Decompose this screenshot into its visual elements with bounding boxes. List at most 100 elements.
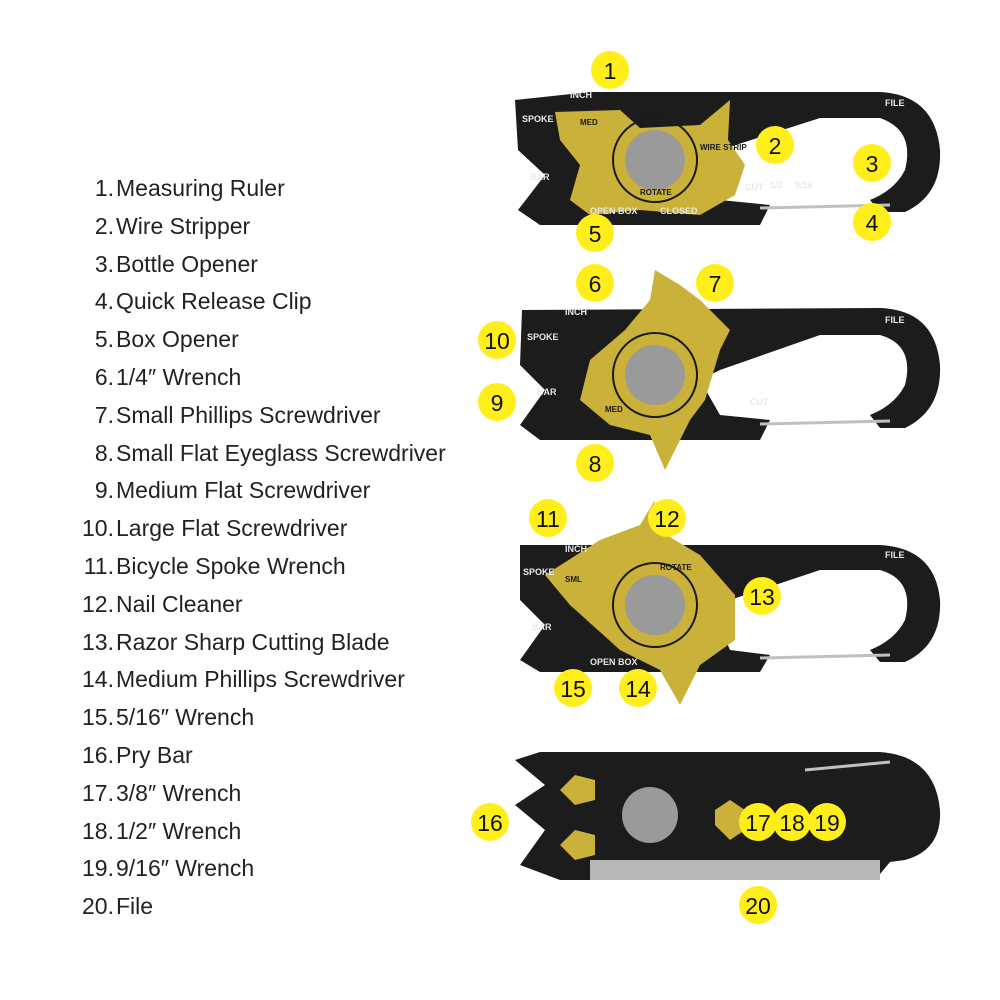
legend-number: 6. [94, 363, 114, 390]
bar-label: BAR [530, 172, 550, 182]
callout-badge-circle [853, 144, 891, 182]
callout-badge-number: 12 [654, 506, 680, 532]
callout-badge: 18 [773, 803, 811, 841]
sml-label: SML [565, 575, 582, 584]
legend-item: 20.File [70, 888, 446, 926]
legend-label: Box Opener [116, 326, 239, 353]
callout-badge-number: 11 [536, 506, 560, 532]
file-label: FILE [885, 315, 905, 325]
legend-item: 3.Bottle Opener [70, 246, 446, 284]
callout-badge-number: 9 [491, 390, 504, 416]
file-strip [590, 860, 880, 880]
legend-item: 15.5/16″ Wrench [70, 699, 446, 737]
open-box-label: OPEN BOX [590, 657, 638, 667]
cut-label: CUT [750, 397, 769, 407]
callout-badge-circle [576, 444, 614, 482]
callout-badge-circle [739, 803, 777, 841]
legend-item: 14.Medium Phillips Screwdriver [70, 661, 446, 699]
callout-badge-number: 13 [749, 584, 775, 610]
pivot-screw [622, 787, 678, 843]
legend-label: Wire Stripper [116, 212, 251, 239]
tool-view-3: INCH SPOKE BAR SML ROTATE OPEN BOX FILE [520, 500, 941, 705]
legend-number: 12. [82, 590, 114, 617]
callout-badge-circle [648, 499, 686, 537]
callout-badge-number: 8 [589, 451, 602, 477]
legend-label: Small Flat Eyeglass Screwdriver [116, 439, 446, 466]
nine-sixteenths-label: 9/16 [795, 180, 813, 190]
callout-badge: 13 [743, 577, 781, 615]
callout-badge-circle [739, 886, 777, 924]
callout-badge-circle [756, 126, 794, 164]
callout-badge-circle [696, 264, 734, 302]
open-box-label: OPEN BOX [590, 206, 638, 216]
callout-badge-number: 15 [560, 676, 586, 702]
legend-label: 1/4″ Wrench [116, 363, 242, 390]
callout-badge-number: 2 [769, 133, 782, 159]
callout-badge-number: 3 [866, 151, 879, 177]
tool-view-2: INCH SPOKE BAR MED CUT FILE [520, 270, 941, 470]
legend-item: 9.Medium Flat Screwdriver [70, 472, 446, 510]
legend-item: 19.9/16″ Wrench [70, 850, 446, 888]
callout-badge-number: 1 [604, 58, 617, 84]
legend-number: 2. [94, 212, 114, 239]
legend-number: 10. [82, 515, 114, 542]
legend-number: 1. [94, 175, 114, 201]
callout-badge: 7 [696, 264, 734, 302]
callout-badge-number: 7 [709, 271, 722, 297]
legend-label: 9/16″ Wrench [116, 855, 255, 882]
callout-badge-number: 14 [625, 676, 651, 702]
inch-label: INCH [570, 90, 592, 100]
callout-badge-number: 4 [866, 210, 879, 236]
callout-badge-number: 6 [589, 271, 602, 297]
callout-badge: 20 [739, 886, 777, 924]
callout-badge: 8 [576, 444, 614, 482]
bar-label: BAR [532, 622, 552, 632]
callout-badge-number: 16 [477, 810, 503, 836]
legend-item: 12.Nail Cleaner [70, 586, 446, 624]
callout-badge: 11 [529, 499, 567, 537]
callout-badge: 5 [576, 214, 614, 252]
legend-number: 13. [82, 628, 114, 655]
tool-view-1: INCH SPOKE BAR ROTATE MED WIRE STRIP CUT… [515, 90, 941, 225]
bar-label: BAR [537, 387, 557, 397]
legend-label: Medium Flat Screwdriver [116, 477, 371, 504]
legend-item: 11.Bicycle Spoke Wrench [70, 548, 446, 586]
callout-badge-circle [478, 383, 516, 421]
legend-item: 10.Large Flat Screwdriver [70, 510, 446, 548]
legend-number: 5. [94, 326, 114, 353]
cut-label: CUT [745, 182, 764, 192]
legend-number: 19. [82, 855, 114, 882]
legend-item: 16.Pry Bar [70, 737, 446, 775]
legend-item: 4.Quick Release Clip [70, 283, 446, 321]
legend-item: 8.Small Flat Eyeglass Screwdriver [70, 435, 446, 473]
pivot-screw [625, 575, 685, 635]
inch-label: INCH [565, 544, 587, 554]
legend-label: File [116, 893, 154, 920]
callout-badge: 9 [478, 383, 516, 421]
med-label: MED [580, 118, 598, 127]
legend-number: 20. [82, 893, 114, 920]
spoke-label: SPOKE [523, 567, 555, 577]
legend-label: 3/8″ Wrench [116, 779, 242, 806]
file-label: FILE [885, 550, 905, 560]
legend-label: 5/16″ Wrench [116, 704, 255, 731]
legend-number: 18. [82, 817, 114, 844]
spoke-label: SPOKE [527, 332, 559, 342]
legend-item: 6.1/4″ Wrench [70, 359, 446, 397]
rotate-label: ROTATE [660, 563, 692, 572]
callout-badge: 12 [648, 499, 686, 537]
callout-badge-number: 10 [484, 328, 510, 354]
callout-badge: 17 [739, 803, 777, 841]
pivot-screw [625, 345, 685, 405]
legend-number: 16. [82, 741, 114, 768]
file-label: FILE [885, 98, 905, 108]
legend-item: 7.Small Phillips Screwdriver [70, 397, 446, 435]
legend-label: Medium Phillips Screwdriver [116, 666, 405, 693]
callout-badge-number: 5 [589, 221, 602, 247]
legend-label: 1/2″ Wrench [116, 817, 242, 844]
legend-number: 4. [94, 288, 114, 315]
inch-label: INCH [565, 307, 587, 317]
callout-badge-number: 19 [814, 810, 840, 836]
